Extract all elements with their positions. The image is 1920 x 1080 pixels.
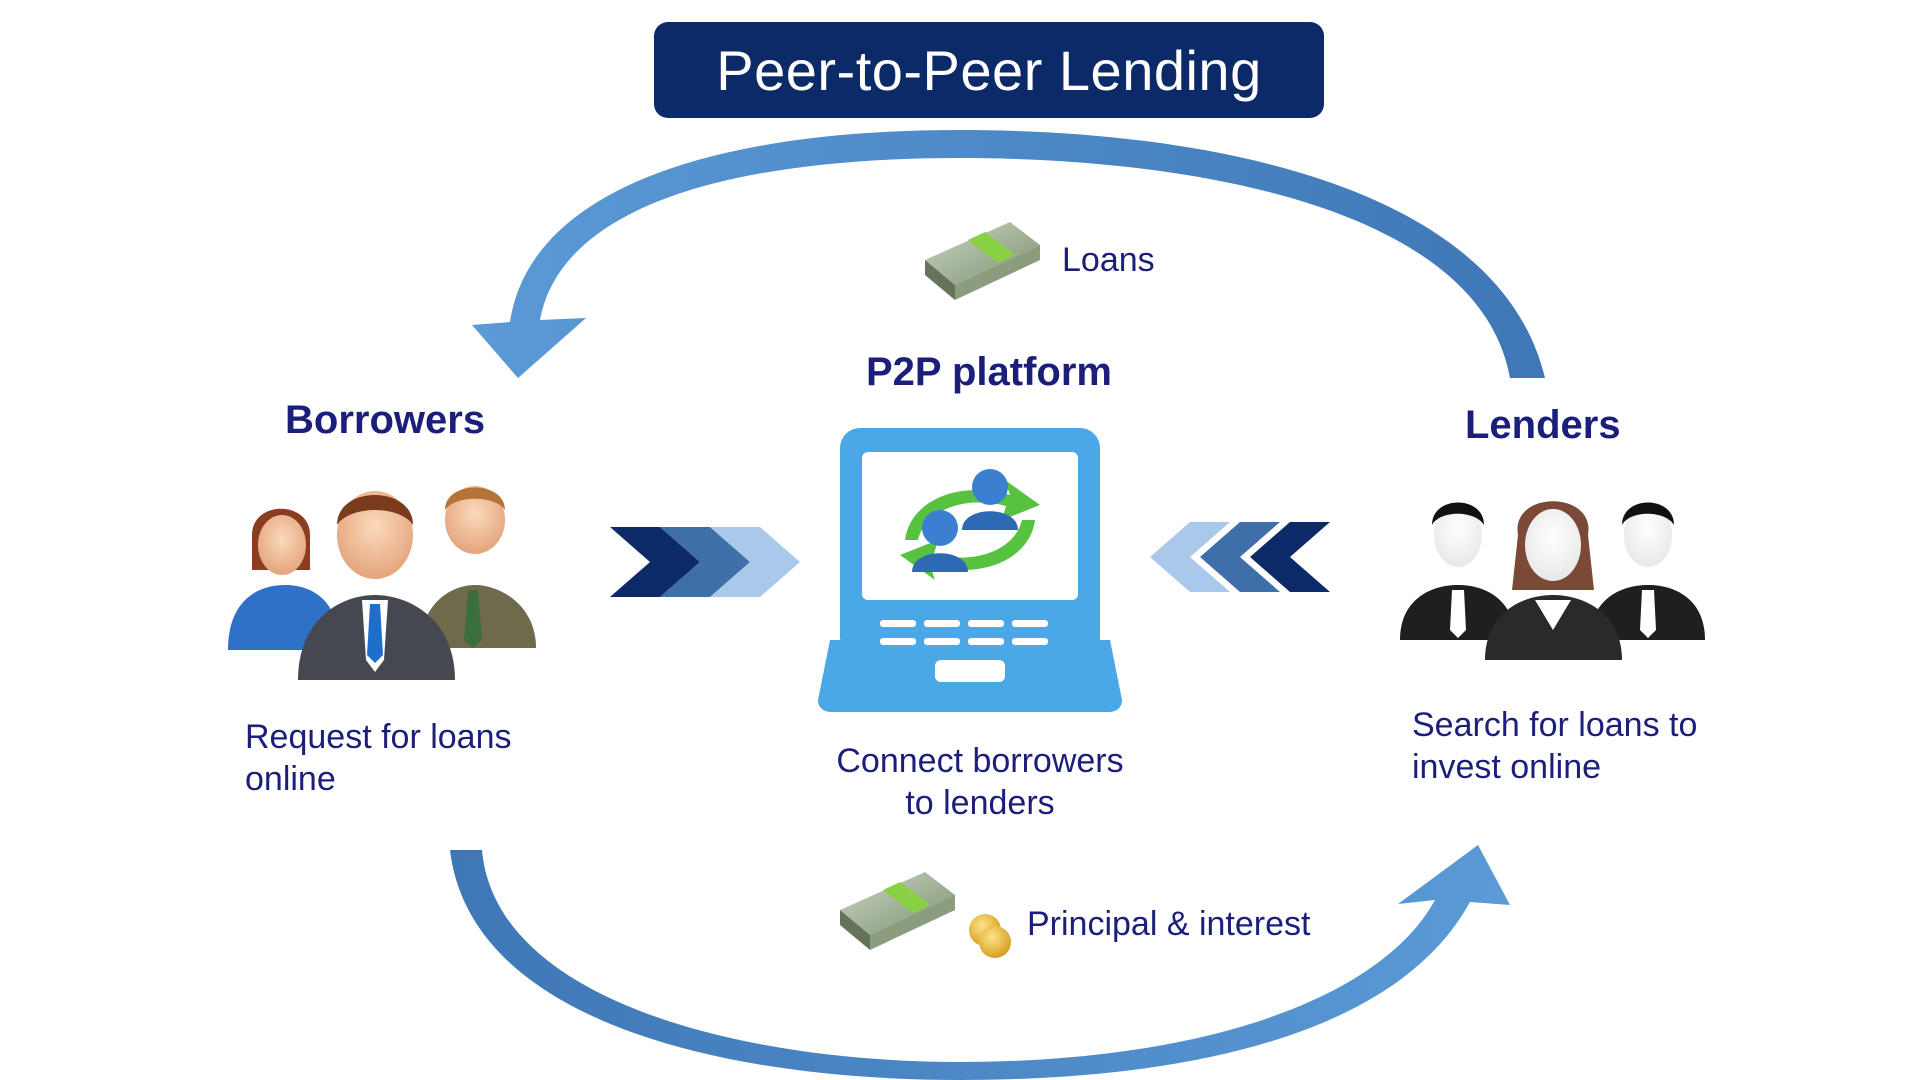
lenders-to-platform-chevrons	[1150, 522, 1330, 592]
laptop-with-connected-users-icon	[818, 428, 1122, 712]
business-people-silhouette-group-icon	[1400, 501, 1705, 660]
platform-description-line2: to lenders	[905, 784, 1055, 822]
repayment-money-icon	[840, 872, 955, 950]
loans-flow-arrow	[472, 130, 1545, 378]
platform-description-line1: Connect borrowers	[836, 742, 1124, 780]
borrowers-description: Request for loans online	[245, 716, 512, 800]
business-people-group-icon	[228, 486, 536, 680]
platform-heading: P2P platform	[866, 350, 1112, 394]
borrowers-heading: Borrowers	[285, 398, 486, 442]
lenders-description: Search for loans to invest online	[1412, 704, 1697, 788]
platform-description: Connect borrowers to lenders	[820, 740, 1140, 824]
lenders-heading: Lenders	[1465, 403, 1621, 447]
borrowers-to-platform-chevrons	[610, 527, 800, 597]
loans-label: Loans	[1062, 241, 1155, 279]
title-banner: Peer-to-Peer Lending	[654, 22, 1324, 118]
borrowers-description-line2: online	[245, 760, 336, 798]
money-stack-icon	[925, 222, 1040, 300]
lenders-description-line2: invest online	[1412, 748, 1602, 786]
coins-icon	[969, 914, 1011, 958]
repayment-flow-arrow	[450, 845, 1510, 1080]
borrowers-description-line1: Request for loans	[245, 718, 512, 756]
repayment-label: Principal & interest	[1027, 905, 1311, 943]
lenders-description-line1: Search for loans to	[1412, 706, 1698, 744]
page-title: Peer-to-Peer Lending	[716, 38, 1262, 102]
